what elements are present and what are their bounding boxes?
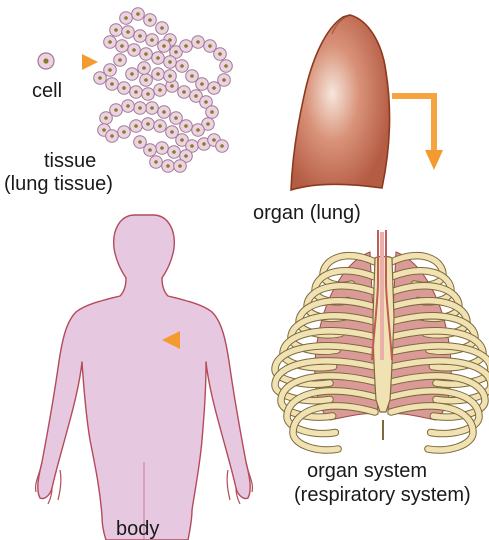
tissue-cell-nucleus bbox=[120, 44, 124, 48]
tissue-cell-nucleus bbox=[196, 40, 200, 44]
tissue-cell-nucleus bbox=[172, 150, 176, 154]
label-tissue-detail: (lung tissue) bbox=[4, 173, 113, 195]
tissue-cell-nucleus bbox=[190, 144, 194, 148]
tissue-cell-nucleus bbox=[148, 18, 152, 22]
tissue-cell-nucleus bbox=[202, 142, 206, 146]
tissue-cell-nucleus bbox=[184, 124, 188, 128]
tissue-cell-nucleus bbox=[108, 68, 112, 72]
tissue-cell-nucleus bbox=[134, 90, 138, 94]
lung-tissue-illustration bbox=[94, 8, 233, 173]
tissue-cell-nucleus bbox=[200, 82, 204, 86]
tissue-cell-nucleus bbox=[134, 124, 138, 128]
tissue-cell-nucleus bbox=[102, 128, 106, 132]
tissue-cell-nucleus bbox=[138, 106, 142, 110]
arrow-organ-to-organ-system bbox=[392, 96, 443, 170]
tissue-cell-nucleus bbox=[184, 44, 188, 48]
tissue-cell-nucleus bbox=[206, 122, 210, 126]
tissue-cell-nucleus bbox=[204, 100, 208, 104]
tissue-cell-nucleus bbox=[126, 30, 130, 34]
tissue-cell-nucleus bbox=[160, 26, 164, 30]
tissue-cell-nucleus bbox=[114, 108, 118, 112]
tissue-cell-nucleus bbox=[146, 122, 150, 126]
lung-illustration bbox=[291, 15, 389, 190]
human-body-illustration bbox=[36, 215, 253, 540]
single-cell bbox=[38, 53, 54, 69]
tissue-cell-nucleus bbox=[110, 134, 114, 138]
tissue-cell-nucleus bbox=[108, 40, 112, 44]
label-cell: cell bbox=[32, 80, 62, 102]
tissue-cell-nucleus bbox=[174, 116, 178, 120]
label-organ-system-detail: (respiratory system) bbox=[294, 484, 471, 506]
tissue-cell-nucleus bbox=[156, 72, 160, 76]
tissue-cell-nucleus bbox=[210, 110, 214, 114]
tissue-cell-nucleus bbox=[190, 74, 194, 78]
tissue-cell-nucleus bbox=[110, 82, 114, 86]
tissue-cell-nucleus bbox=[148, 148, 152, 152]
arrow-cell-to-tissue bbox=[62, 54, 98, 70]
tissue-cell-nucleus bbox=[118, 58, 122, 62]
tissue-cell-nucleus bbox=[184, 154, 188, 158]
tissue-cell-nucleus bbox=[162, 110, 166, 114]
tissue-cell-nucleus bbox=[162, 44, 166, 48]
tissue-cell-nucleus bbox=[158, 124, 162, 128]
tissue-cell-nucleus bbox=[154, 160, 158, 164]
label-body: body bbox=[116, 518, 159, 540]
tissue-cell-nucleus bbox=[182, 90, 186, 94]
tissue-cell-nucleus bbox=[126, 104, 130, 108]
tissue-cell-nucleus bbox=[196, 128, 200, 132]
tissue-cell-nucleus bbox=[170, 130, 174, 134]
label-tissue: tissue bbox=[44, 150, 96, 172]
tissue-cell-nucleus bbox=[170, 84, 174, 88]
tissue-cell-nucleus bbox=[180, 138, 184, 142]
rib-cage-illustration bbox=[275, 230, 489, 450]
tissue-cell-nucleus bbox=[150, 38, 154, 42]
tissue-cell-nucleus bbox=[218, 52, 222, 56]
tissue-cell-nucleus bbox=[132, 48, 136, 52]
tissue-cell-nucleus bbox=[220, 144, 224, 148]
tissue-cell-nucleus bbox=[212, 86, 216, 90]
tissue-cell-nucleus bbox=[168, 74, 172, 78]
tissue-cell-nucleus bbox=[138, 34, 142, 38]
tissue-cell-nucleus bbox=[212, 138, 216, 142]
tissue-cell-nucleus bbox=[166, 164, 170, 168]
tissue-cell-nucleus bbox=[142, 66, 146, 70]
tissue-cell-nucleus bbox=[160, 146, 164, 150]
tissue-cell-nucleus bbox=[122, 86, 126, 90]
tissue-cell-nucleus bbox=[224, 64, 228, 68]
tissue-cell-nucleus bbox=[178, 164, 182, 168]
tissue-cell-nucleus bbox=[146, 92, 150, 96]
tissue-cell-nucleus bbox=[136, 12, 140, 16]
label-organ: organ (lung) bbox=[253, 202, 361, 224]
tissue-cell-nucleus bbox=[194, 94, 198, 98]
tissue-cell-nucleus bbox=[98, 76, 102, 80]
tissue-cell-nucleus bbox=[138, 140, 142, 144]
tissue-cell-nucleus bbox=[168, 60, 172, 64]
tissue-cell-nucleus bbox=[208, 44, 212, 48]
tissue-cell-nucleus bbox=[174, 50, 178, 54]
tissue-cell-nucleus bbox=[156, 56, 160, 60]
tissue-cell-nucleus bbox=[222, 78, 226, 82]
tissue-cell-nucleus bbox=[144, 52, 148, 56]
tissue-cell-nucleus bbox=[114, 28, 118, 32]
label-organ-system: organ system bbox=[307, 460, 427, 482]
tissue-cell-nucleus bbox=[158, 88, 162, 92]
tissue-cell-nucleus bbox=[150, 106, 154, 110]
tissue-cell-nucleus bbox=[144, 78, 148, 82]
tissue-cell-nucleus bbox=[122, 130, 126, 134]
tissue-cell-nucleus bbox=[130, 72, 134, 76]
tissue-cell-nucleus bbox=[104, 116, 108, 120]
tissue-cell-nucleus bbox=[180, 64, 184, 68]
tissue-cell-nucleus bbox=[124, 16, 128, 20]
